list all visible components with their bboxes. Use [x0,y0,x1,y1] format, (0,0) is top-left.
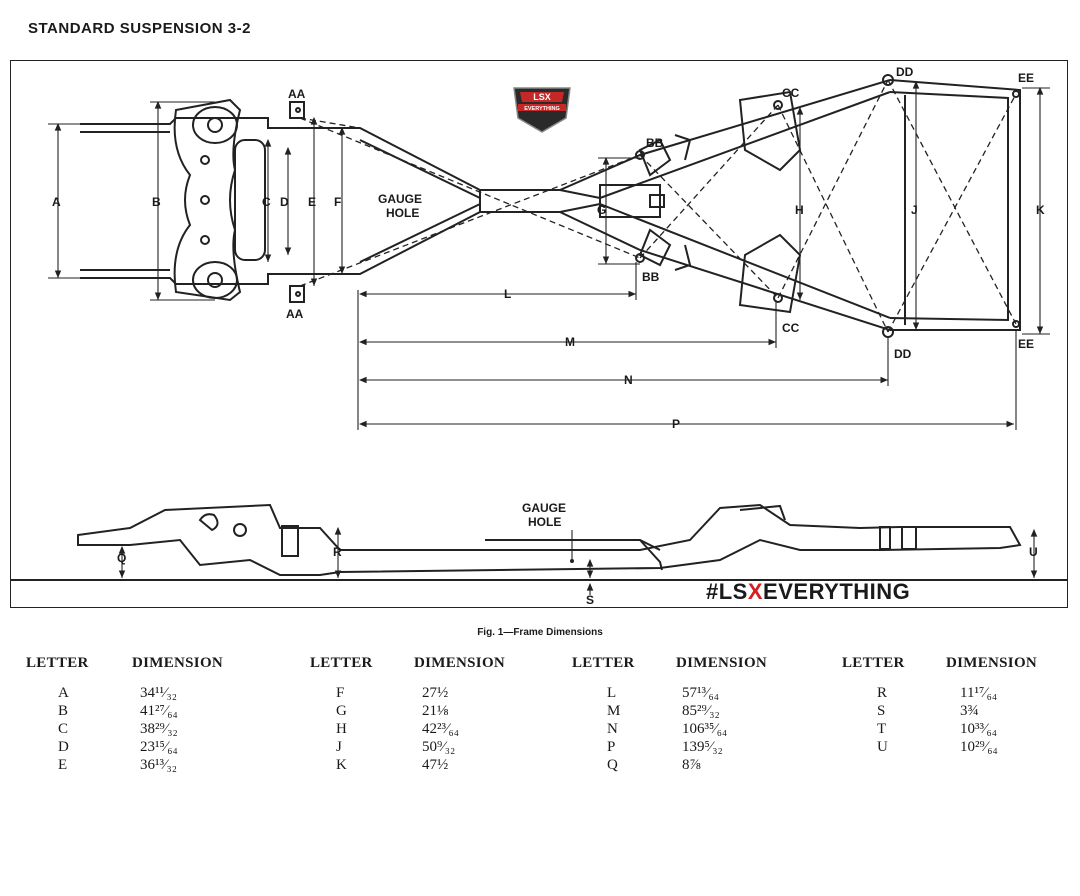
label-BB-top: BB [646,136,664,150]
column-header-dimension: DIMENSION [676,655,768,671]
label-EE-top: EE [1018,71,1034,85]
table-cell-dimension: 106³⁵⁄₆₄ [682,721,728,737]
label-AA-top: AA [288,87,306,101]
column-header-letter: LETTER [310,655,373,671]
diagram-frame [10,60,1068,608]
table-cell-dimension: 27½ [422,685,449,701]
label-U: U [1029,545,1038,559]
table-cell-dimension: 36¹³⁄₃₂ [140,757,177,773]
gauge-hole-top-line1: GAUGE [378,192,422,206]
label-DD-bottom: DD [894,347,912,361]
label-G: G [597,203,606,217]
table-cell-dimension: 23¹⁵⁄₆₄ [140,739,178,755]
diagonal-checks [299,79,1017,333]
column-header-letter: LETTER [842,655,905,671]
table-cell-letter: K [336,757,347,773]
figure-caption: Fig. 1—Frame Dimensions [477,627,603,638]
table-cell-dimension: 34¹¹⁄₃₂ [140,685,177,701]
label-C: C [262,195,271,209]
table-cell-dimension: 85²⁹⁄₃₂ [682,703,720,719]
table-cell-letter: T [877,721,887,737]
label-H: H [795,203,804,217]
label-CC-bottom: CC [782,321,800,335]
label-R: R [333,545,342,559]
table-cell-dimension: 50⁹⁄₃₂ [422,739,456,755]
svg-text:EVERYTHING: EVERYTHING [524,106,560,112]
label-J: J [911,203,918,217]
lsx-hashtag-watermark: #LSXEVERYTHING [706,579,911,604]
table-cell-dimension: 139⁵⁄₃₂ [682,739,723,755]
frame-diagram: A B C D E F G H J K L M N P AA AA BB BB … [10,65,1068,607]
table-cell-letter: L [607,685,617,701]
label-B: B [152,195,161,209]
table-cell-dimension: 41²⁷⁄₆₄ [140,703,178,719]
table-cell-letter: C [58,721,69,737]
table-cell-dimension: 38²⁹⁄₃₂ [140,721,178,737]
label-BB-bottom: BB [642,270,660,284]
table-cell-letter: B [58,703,69,719]
table-cell-letter: F [336,685,345,701]
table-cell-dimension: 11¹⁷⁄₆₄ [960,685,998,701]
label-AA-bottom: AA [286,307,304,321]
label-F: F [334,195,341,209]
table-cell-dimension: 10³³⁄₆₄ [960,721,997,737]
gauge-hole-side-line1: GAUGE [522,501,566,515]
label-M: M [565,335,575,349]
label-K: K [1036,203,1045,217]
table-cell-letter: R [877,685,888,701]
table-cell-dimension: 3¾ [960,703,979,719]
label-CC-top: CC [782,86,800,100]
table-cell-dimension: 10²⁹⁄₆₄ [960,739,998,755]
table-cell-letter: N [607,721,618,737]
label-S: S [586,593,594,607]
table-cell-letter: P [607,739,616,755]
label-N: N [624,373,633,387]
label-D: D [280,195,289,209]
table-cell-dimension: 21⅛ [422,703,449,719]
label-EE-bottom: EE [1018,337,1034,351]
label-P: P [672,417,680,431]
table-cell-letter: Q [607,757,618,773]
lsx-logo-badge: LSX EVERYTHING [513,87,571,133]
gauge-hole-top-line2: HOLE [386,206,419,220]
table-cell-letter: A [58,685,69,701]
column-header-dimension: DIMENSION [414,655,506,671]
svg-text:LSX: LSX [533,92,551,102]
label-L: L [504,287,511,301]
table-cell-dimension: 47½ [422,757,449,773]
label-DD-top: DD [896,65,914,79]
page-title: STANDARD SUSPENSION 3-2 [28,20,251,37]
table-cell-letter: S [877,703,886,719]
table-cell-letter: M [607,703,621,719]
side-view-frame [10,503,1068,581]
dimension-table: LETTER DIMENSION A 34¹¹⁄₃₂ B 41²⁷⁄₆₄ C 38²⁹⁄₃₂ D… [0,655,1080,795]
column-header-dimension: DIMENSION [946,655,1038,671]
table-cell-letter: J [336,739,342,755]
column-header-letter: LETTER [572,655,635,671]
label-E: E [308,195,316,209]
table-cell-letter: D [58,739,69,755]
table-cell-dimension: 42²³⁄₆₄ [422,721,459,737]
top-view-frame [80,74,1021,338]
column-header-letter: LETTER [26,655,89,671]
gauge-hole-side-line2: HOLE [528,515,561,529]
table-cell-letter: G [336,703,347,719]
table-cell-letter: U [877,739,888,755]
table-cell-letter: E [58,757,68,773]
table-cell-letter: H [336,721,347,737]
table-cell-dimension: 57¹³⁄₆₄ [682,685,719,701]
label-Q: Q [117,551,126,565]
label-A: A [52,195,61,209]
column-header-dimension: DIMENSION [132,655,224,671]
table-cell-dimension: 8⅞ [682,757,701,773]
